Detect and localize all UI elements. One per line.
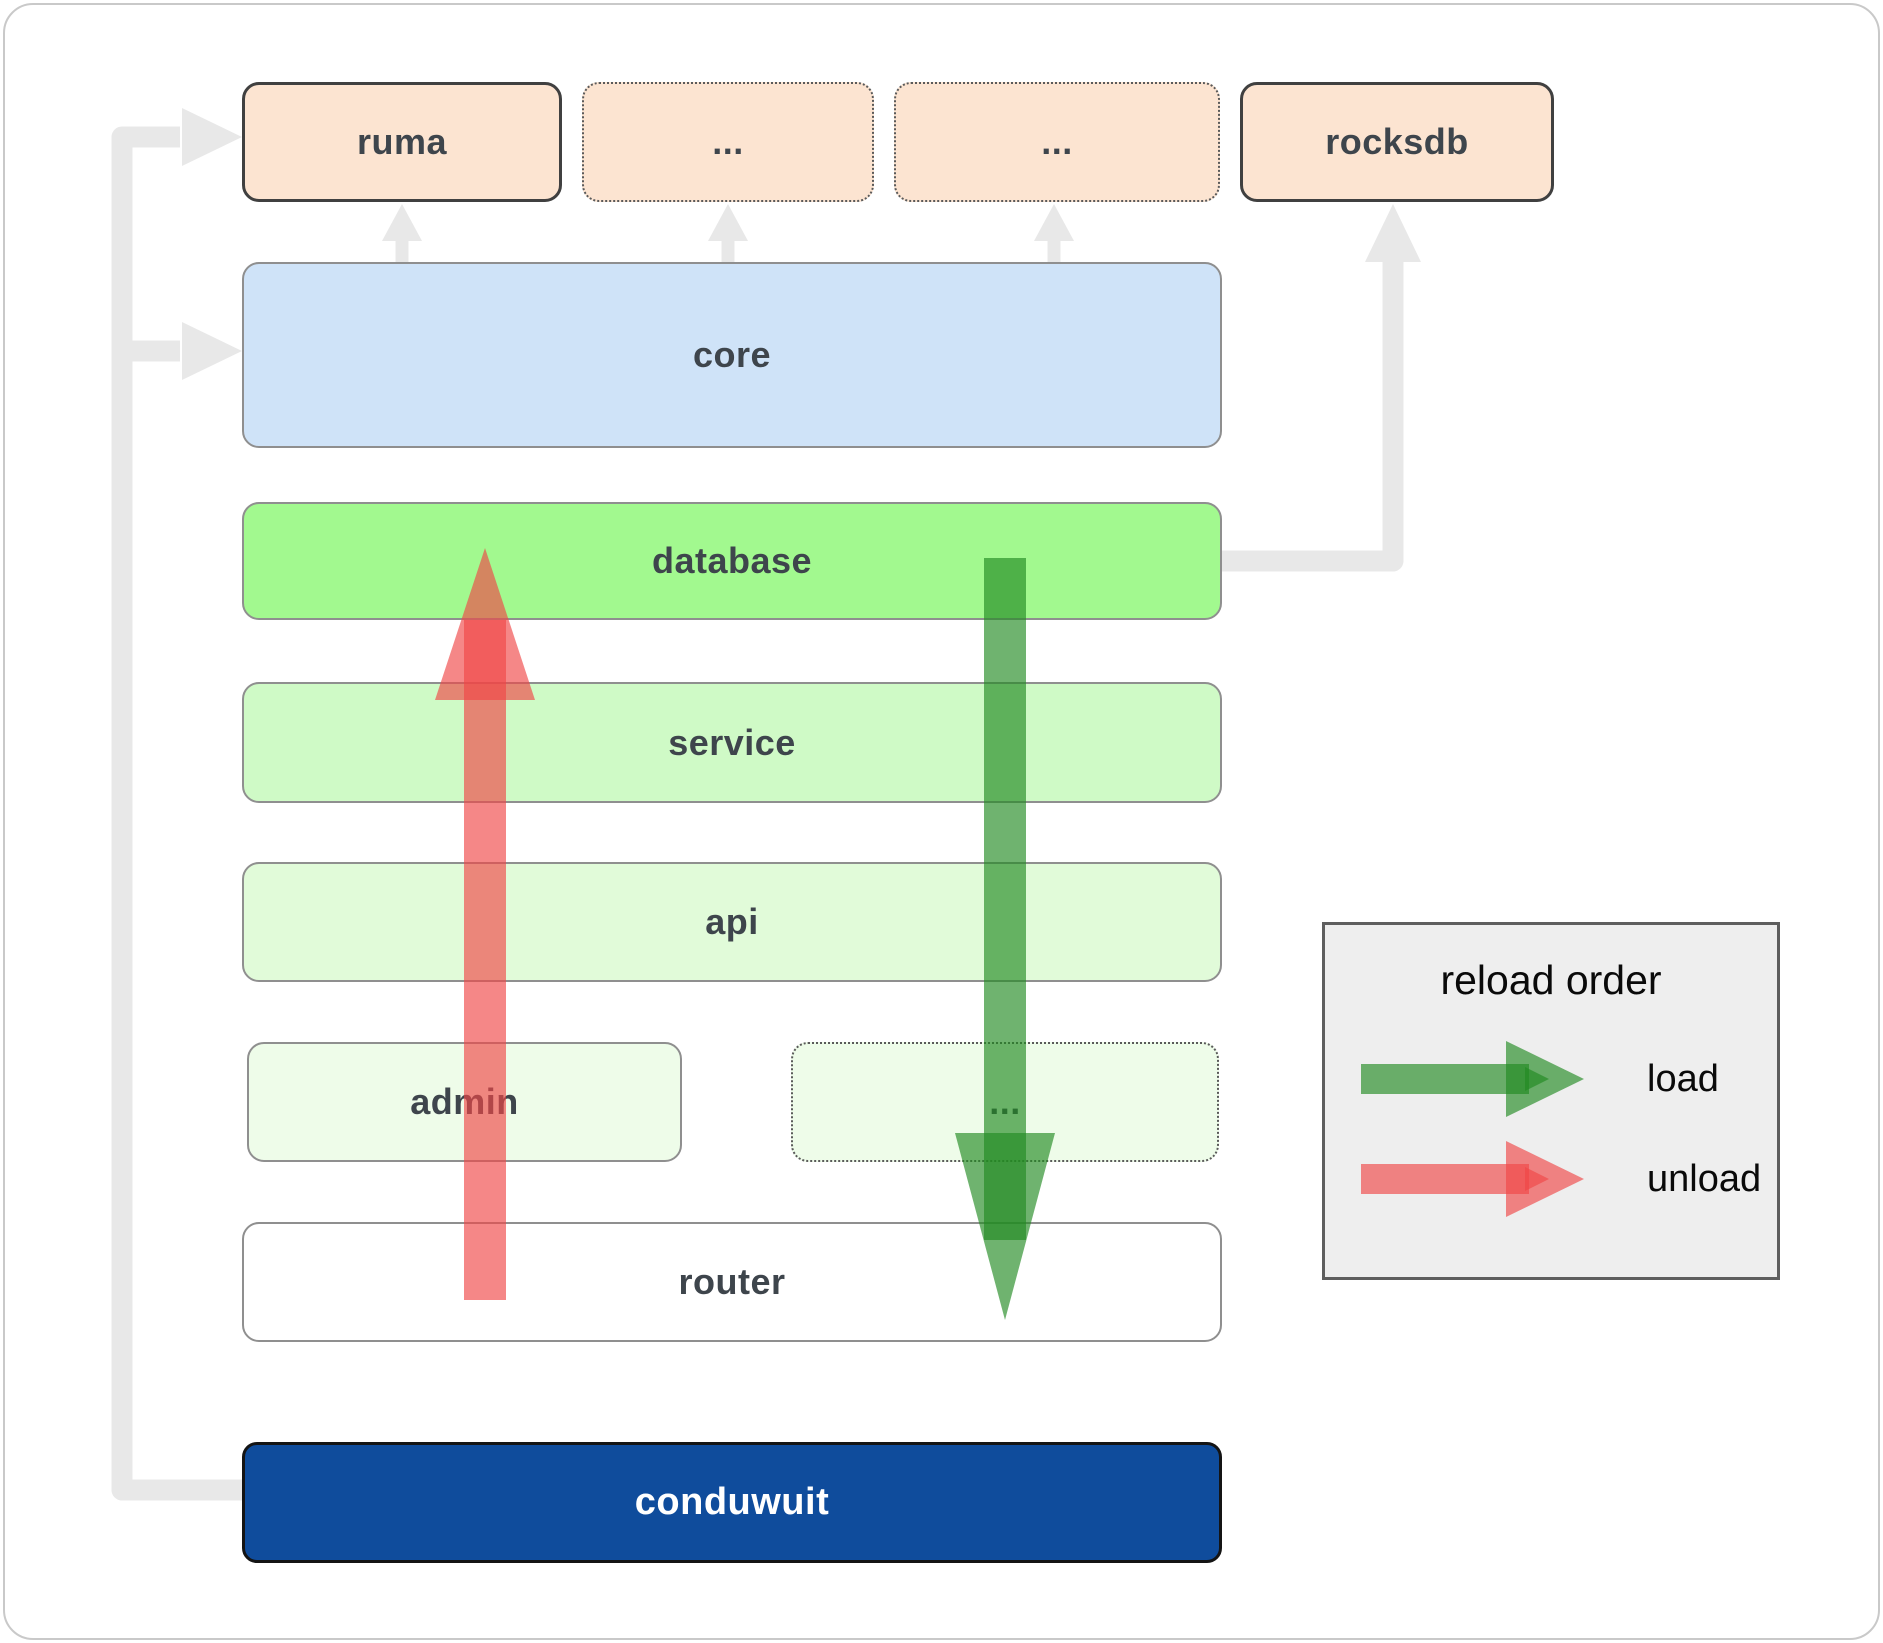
node-admin: admin bbox=[247, 1042, 682, 1162]
legend-label: unload bbox=[1647, 1157, 1762, 1200]
legend-label: load bbox=[1647, 1057, 1719, 1100]
load-arrow-icon bbox=[1361, 1041, 1584, 1117]
arrowhead-icon bbox=[1034, 204, 1074, 241]
node-label: api bbox=[705, 901, 759, 942]
conduwuit-to-core-connector bbox=[122, 322, 242, 380]
arrowhead-icon bbox=[382, 204, 422, 241]
node-ellipsis-top-2: ... bbox=[894, 82, 1220, 202]
legend-item-unload: unload bbox=[1361, 1137, 1761, 1221]
node-ellipsis-mid: ... bbox=[791, 1042, 1219, 1162]
arrowhead-icon bbox=[1365, 204, 1421, 262]
arrowhead-icon bbox=[182, 322, 242, 380]
node-label: ... bbox=[712, 121, 744, 162]
node-label: rocksdb bbox=[1325, 121, 1469, 162]
core-to-ellipsis1-arrow bbox=[708, 204, 748, 263]
arrowhead-icon bbox=[708, 204, 748, 241]
core-to-ellipsis2-arrow bbox=[1034, 204, 1074, 263]
node-label: core bbox=[692, 334, 772, 375]
node-conduwuit: conduwuit bbox=[242, 1442, 1222, 1563]
legend-item-load: load bbox=[1361, 1037, 1719, 1121]
node-label: router bbox=[678, 1261, 786, 1302]
legend-title: reload order bbox=[1440, 957, 1662, 1003]
conduwuit-to-ruma-connector bbox=[111, 108, 242, 1501]
node-service: service bbox=[242, 682, 1222, 803]
node-rocksdb: rocksdb bbox=[1240, 82, 1554, 202]
unload-arrow-icon bbox=[1361, 1141, 1584, 1217]
node-label: database bbox=[651, 540, 813, 581]
node-core: core bbox=[242, 262, 1222, 448]
node-label: ruma bbox=[356, 121, 448, 162]
node-api: api bbox=[242, 862, 1222, 982]
node-label: admin bbox=[410, 1081, 519, 1122]
node-label: service bbox=[668, 721, 796, 763]
arrowhead-icon bbox=[182, 108, 242, 166]
core-to-ruma-arrow bbox=[382, 204, 422, 263]
legend: reload order load unload bbox=[1322, 922, 1780, 1280]
node-label: conduwuit bbox=[634, 1481, 830, 1523]
node-router: router bbox=[242, 1222, 1222, 1342]
node-database: database bbox=[242, 502, 1222, 620]
database-to-rocksdb-connector bbox=[1222, 204, 1421, 572]
node-ruma: ruma bbox=[242, 82, 562, 202]
node-label: ... bbox=[989, 1081, 1021, 1122]
node-label: ... bbox=[1041, 121, 1073, 162]
node-ellipsis-top-1: ... bbox=[582, 82, 874, 202]
